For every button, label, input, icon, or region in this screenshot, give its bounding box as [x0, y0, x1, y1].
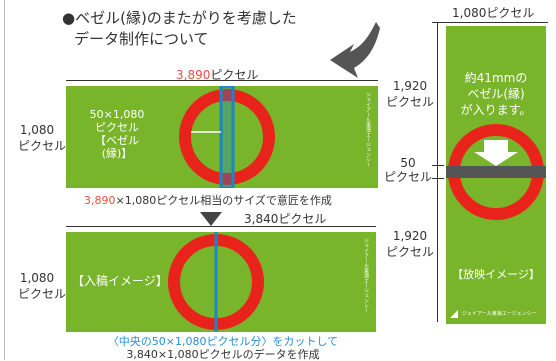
bottom-watermark: ジェイアール東海エージェンシー — [363, 238, 369, 313]
top-design-panel: 50×1,080 ピクセル 【ベゼル(縁)】 ジェイアール東海エージェンシー — [66, 86, 378, 188]
screen-width-dimension-line — [432, 22, 548, 23]
screen-top-height-value: 1,920 — [392, 79, 428, 93]
bottom-width-label: 3,840ピクセル — [244, 212, 327, 226]
screen-top-height-unit: ピクセル — [386, 95, 435, 109]
curved-arrow-icon — [330, 22, 380, 78]
top-width-label: 3,890ピクセル — [176, 66, 258, 83]
screen-width-label: 1,080ピクセル — [452, 6, 535, 20]
top-caption-rest: ×1,080ピクセル相当のサイズで意匠を作成 — [115, 194, 332, 207]
bezel-tick-bottom — [432, 178, 444, 179]
top-caption-value: 3,890 — [84, 194, 116, 207]
bezel-label-line-1: 50×1,080 — [89, 108, 145, 121]
bottom-design-art — [168, 232, 264, 332]
bezel-label-line-2: ピクセル — [95, 121, 139, 134]
screen-logo-text: ジェイアール東海エージェンシー — [462, 311, 537, 317]
screen-art — [446, 124, 546, 318]
top-width-dimension-line — [66, 80, 378, 81]
screen-bezel-height-value: 50 — [400, 156, 416, 170]
top-height-unit: ピクセル — [18, 139, 67, 153]
triangle-down-icon — [200, 212, 222, 226]
bezel-label-line-3: 【ベゼル(縁)】 — [95, 134, 139, 160]
heading-line-2: データ制作について — [74, 30, 209, 48]
top-width-unit: ピクセル — [210, 68, 259, 82]
screen-title: 【放映イメージ】 — [452, 268, 540, 281]
screen-top-height-label: 1,920 ピクセル — [386, 78, 434, 110]
heading-line-1: ベゼル(縁)のまたがりを考慮した — [75, 9, 297, 27]
bottom-height-value: 1,080 — [19, 271, 55, 285]
screen-panel: 約41mmの ベゼル(縁) が入ります。 【放映イメージ】 ジェイアール東海エー… — [446, 26, 546, 324]
screen-note: 約41mmの ベゼル(縁) が入ります。 — [446, 70, 546, 118]
screen-bottom-height-value: 1,920 — [392, 229, 428, 243]
top-width-value: 3,890 — [176, 68, 211, 82]
top-red-ring — [179, 89, 275, 185]
screen-note-line-3: が入ります。 — [460, 103, 532, 117]
bottom-height-unit: ピクセル — [18, 287, 67, 301]
screen-note-line-1: 約41mmの — [464, 71, 528, 85]
bottom-design-panel: 【入稿イメージ】 ジェイアール東海エージェンシー — [66, 232, 376, 332]
top-caption: 3,890×1,080ピクセル相当のサイズで意匠を作成 — [84, 192, 332, 208]
bottom-caption: 〈中央の50×1,080ピクセル分〉をカットして 3,840×1,080ピクセル… — [88, 335, 358, 361]
top-bezel-label: 50×1,080 ピクセル 【ベゼル(縁)】 — [84, 108, 150, 160]
bottom-caption-line-1: 〈中央の50×1,080ピクセル分〉をカットして — [107, 335, 339, 348]
top-height-label: 1,080 ピクセル — [18, 122, 67, 154]
top-bezel-band-fill — [221, 86, 233, 188]
company-logo-icon — [450, 310, 458, 318]
bezel-tick-top — [432, 165, 444, 166]
top-design-art — [179, 86, 275, 188]
heading-bullet: ● — [62, 9, 76, 27]
screen-bezel-height-unit: ピクセル — [384, 170, 433, 184]
screen-bezel-height-label: 50 ピクセル — [384, 156, 432, 184]
screen-bottom-height-label: 1,920 ピクセル — [386, 228, 434, 260]
left-frame-border — [0, 0, 5, 360]
top-watermark: ジェイアール東海エージェンシー — [365, 92, 371, 167]
top-bezel-band — [219, 86, 235, 188]
screen-note-line-2: ベゼル(縁) — [467, 87, 525, 101]
top-height-value: 1,080 — [19, 123, 55, 137]
bottom-width-dimension-line — [66, 226, 376, 227]
screen-bottom-height-unit: ピクセル — [386, 245, 435, 259]
screen-bezel-bar — [446, 166, 546, 178]
screen-height-dimension-line — [437, 22, 438, 322]
bottom-caption-line-2: 3,840×1,080ピクセルのデータを作成 — [126, 348, 320, 361]
bottom-height-label: 1,080 ピクセル — [18, 270, 67, 302]
down-arrow-icon — [474, 140, 518, 166]
diagram-heading: ●ベゼル(縁)のまたがりを考慮した データ制作について — [62, 8, 332, 50]
bottom-title: 【入稿イメージ】 — [72, 274, 168, 288]
